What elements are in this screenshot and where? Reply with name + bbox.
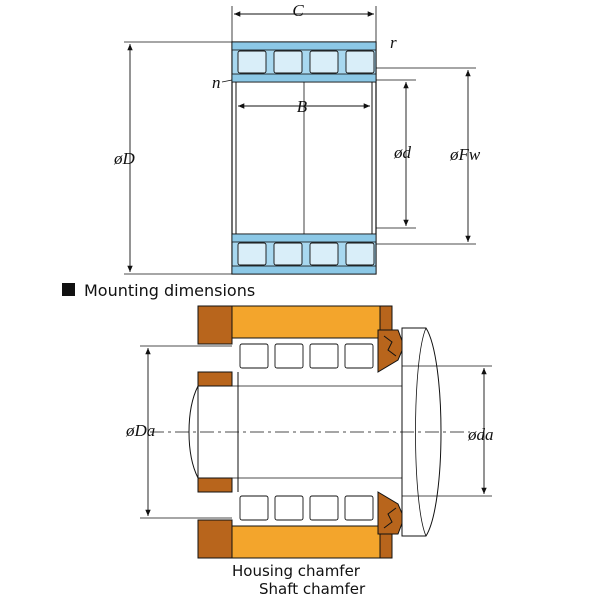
roller	[237, 242, 267, 266]
roller	[273, 242, 303, 266]
shaft-end-cap	[401, 327, 442, 537]
roller	[309, 242, 339, 266]
roller	[344, 495, 374, 521]
roller	[274, 343, 304, 369]
top-bearing-diagram: C r n B øD ød øFw	[113, 1, 481, 275]
label-fw-diameter: øFw	[449, 145, 481, 164]
top-roller-block	[231, 41, 377, 83]
roller	[345, 242, 375, 266]
shaft-shoulder-top	[197, 371, 233, 387]
roller	[345, 50, 375, 74]
roller	[344, 343, 374, 369]
label-c: C	[292, 1, 304, 20]
label-housing-diameter: øDa	[125, 421, 155, 440]
section-bullet-square	[62, 283, 75, 296]
section-heading: Mounting dimensions	[84, 281, 255, 300]
housing-chamfer-caption: Housing chamfer	[232, 562, 360, 580]
roller	[274, 495, 304, 521]
roller	[239, 343, 269, 369]
roller	[309, 495, 339, 521]
roller	[237, 50, 267, 74]
outer-ring-bottom	[231, 525, 381, 559]
seal-top	[377, 329, 405, 373]
mounting-bottom-roller-row	[239, 495, 374, 521]
label-b: B	[297, 97, 308, 116]
label-outer-diameter: øD	[113, 149, 136, 168]
seal-lips	[383, 335, 397, 529]
shaft-shoulder-bottom	[197, 477, 233, 493]
mounting-diagram: øDa øda	[125, 305, 494, 559]
shaft-chamfer-caption: Shaft chamfer	[259, 580, 366, 598]
roller	[239, 495, 269, 521]
roller	[309, 343, 339, 369]
label-r: r	[390, 33, 397, 52]
bottom-roller-block	[231, 233, 377, 275]
roller	[309, 50, 339, 74]
label-bore-diameter: ød	[393, 143, 412, 162]
seal-bottom	[377, 491, 405, 535]
outer-ring-top	[231, 305, 381, 339]
mounting-top-roller-row	[239, 343, 374, 369]
label-n: n	[212, 73, 221, 92]
label-shaft-diameter: øda	[467, 425, 494, 444]
roller	[273, 50, 303, 74]
